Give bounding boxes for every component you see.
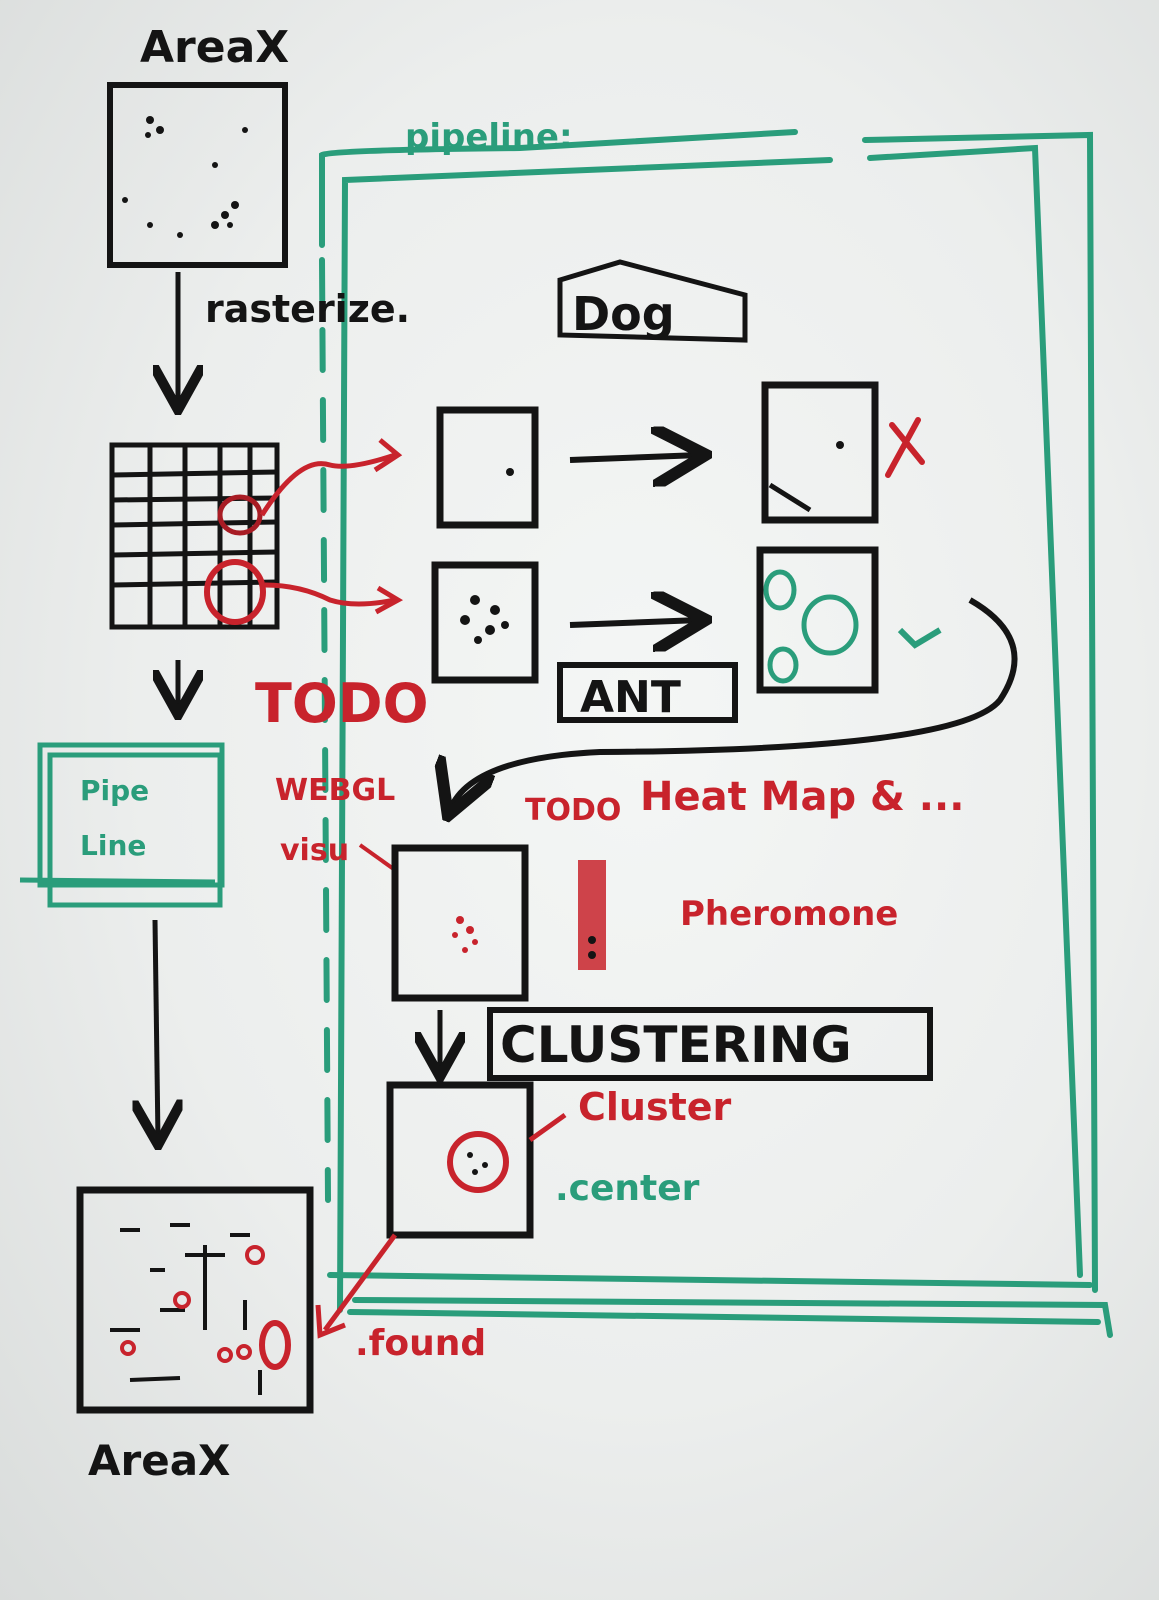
heatmap-cell xyxy=(391,844,529,1002)
upper-cell-arrow xyxy=(259,452,396,517)
cluster-circle xyxy=(447,1131,509,1193)
clustering-label-box xyxy=(487,1007,933,1081)
pipeline-box xyxy=(19,742,225,908)
dog-input-cell xyxy=(436,406,539,529)
dog-label-box xyxy=(557,259,748,343)
pipeline-title: pipeline: xyxy=(405,117,573,157)
lower-cell-arrow xyxy=(264,582,396,607)
found-arrow xyxy=(322,1233,398,1332)
webgl-label: WEBGL xyxy=(275,773,395,808)
pipeline-box-line2: Line xyxy=(80,829,146,862)
cluster-label: Cluster xyxy=(578,1085,732,1129)
pipeline-box-line1: Pipe xyxy=(80,774,149,807)
heatmap-label: Heat Map & ... xyxy=(640,774,964,820)
ant-process-arrow xyxy=(569,620,700,625)
cluster-cell xyxy=(386,1081,534,1239)
x-icon xyxy=(885,417,925,478)
center-label: .center xyxy=(555,1168,700,1209)
todo-left-label: TODO xyxy=(255,672,428,735)
grid-cell-highlight-upper xyxy=(217,494,263,536)
ant-label: ANT xyxy=(580,672,681,723)
ant-input-cell xyxy=(431,561,539,684)
raster-grid xyxy=(109,442,280,630)
to-area-output-arrow xyxy=(155,919,158,1140)
dog-process-arrow xyxy=(569,455,700,460)
rasterize-label: rasterize. xyxy=(205,287,410,331)
todo-right-label: TODO xyxy=(525,793,621,828)
grid-cell-highlight-lower xyxy=(204,559,266,625)
pipeline-frame xyxy=(319,129,1113,1338)
area-input-box xyxy=(107,82,288,268)
found-label: .found xyxy=(355,1323,486,1364)
clustering-label: CLUSTERING xyxy=(500,1016,852,1074)
dog-output-cell xyxy=(761,381,879,524)
pheromone-label: Pheromone xyxy=(680,894,898,934)
result-loop-arrow xyxy=(450,597,1018,810)
dog-label: Dog xyxy=(572,287,675,341)
visu-label: visu xyxy=(280,833,349,868)
area-bottom-label: AreaX xyxy=(88,1436,230,1485)
check-icon xyxy=(897,627,942,649)
area-top-label: AreaX xyxy=(140,22,289,73)
area-output-box xyxy=(76,1186,314,1414)
ant-output-cell xyxy=(756,546,879,694)
ant-label-box xyxy=(557,662,738,723)
